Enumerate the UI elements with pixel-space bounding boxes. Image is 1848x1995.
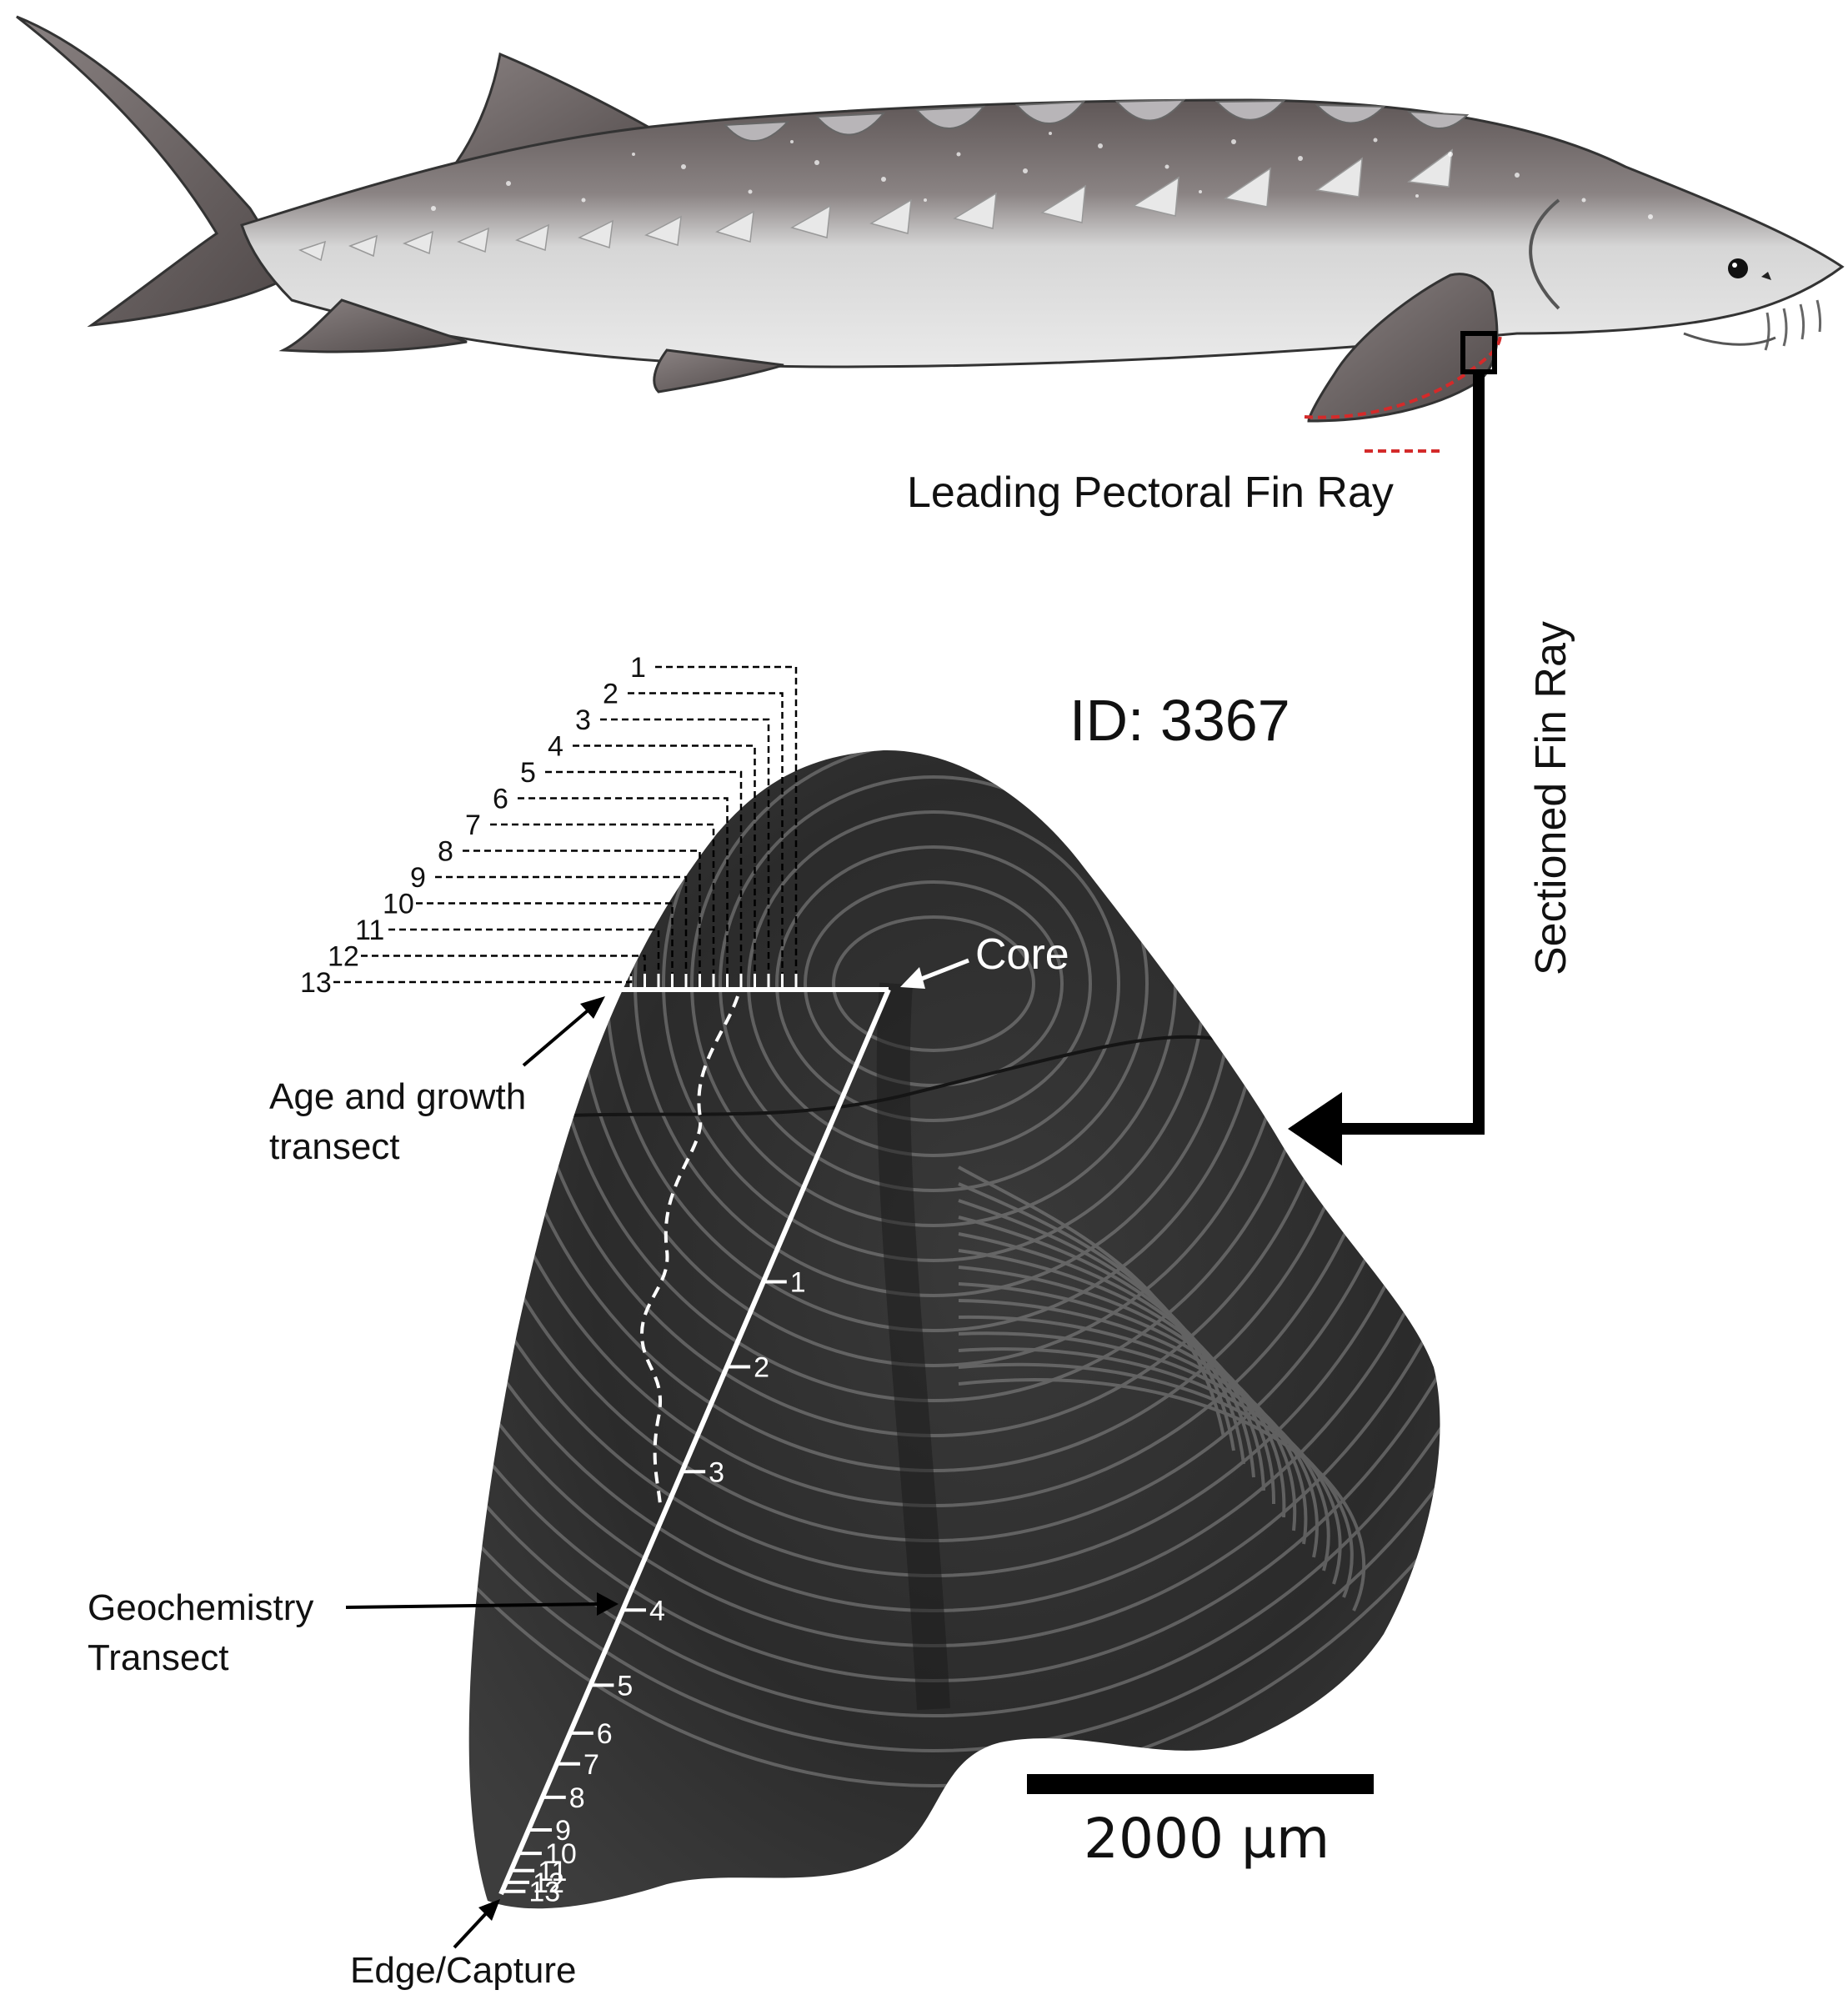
edge-arrowhead — [478, 1899, 500, 1921]
age-leader-line — [333, 974, 633, 984]
age-annulus-label: 9 — [410, 862, 426, 894]
age-leader-line — [600, 718, 770, 974]
fin-ray-highlight — [1304, 333, 1502, 419]
skin-speckles — [431, 132, 1653, 219]
geochem-annulus-label: 12 — [533, 1867, 564, 1899]
edge-label: Edge/Capture — [350, 1950, 577, 1991]
age-label-leaders — [333, 665, 798, 984]
dorsal-scutes — [723, 98, 1470, 143]
geochem-annulus-label: 9 — [555, 1815, 571, 1847]
geochem-annulus-label: 8 — [569, 1782, 585, 1814]
age-leader-line — [655, 665, 798, 974]
geochem-annulus-label: 5 — [617, 1670, 633, 1702]
caudal-fin — [16, 15, 294, 328]
geochem-annulus-label: 2 — [754, 1351, 769, 1383]
age-leader-line — [573, 744, 756, 974]
age-leader-line — [518, 797, 729, 974]
geochemistry-transect — [498, 988, 891, 1896]
connector-arrowhead — [1288, 1092, 1342, 1165]
age-annulus-label: 11 — [355, 915, 384, 946]
age-leader-line — [545, 770, 743, 974]
sectioned-label: Sectioned Fin Ray — [1527, 621, 1575, 975]
geochem-annulus-label: 7 — [583, 1749, 599, 1781]
annulus-boundary-dashed — [639, 995, 739, 1506]
geochem-label-2: Transect — [88, 1637, 229, 1678]
age-growth-label-line1: Age and growth — [269, 1076, 526, 1117]
geochem-label-line2: Transect — [88, 1637, 229, 1678]
geochem-annulus-label: 4 — [649, 1595, 665, 1627]
age-leader-line — [463, 850, 701, 974]
geochem-annulus-label: 10 — [545, 1838, 577, 1870]
age-annulus-label: 3 — [575, 704, 591, 736]
age-annulus-label: 8 — [438, 836, 453, 868]
lateral-scutes — [298, 148, 1453, 262]
age-leader-line — [361, 955, 646, 974]
geochemistry-ticks — [502, 1280, 787, 1893]
fin-ray-label: Leading Pectoral Fin Ray — [907, 469, 1394, 517]
scale-bar — [1027, 1774, 1374, 1794]
specimen-id: ID: 3367 — [1069, 688, 1290, 753]
age-annulus-label: 1 — [630, 652, 646, 684]
geochem-annulus-label: 3 — [709, 1456, 724, 1488]
eye — [1728, 258, 1748, 278]
age-growth-label: Age and growth — [269, 1076, 526, 1117]
geochem-annulus-label: 13 — [528, 1877, 560, 1908]
fin-ray-section — [468, 749, 1440, 1909]
sturgeon-illustration — [16, 15, 1845, 423]
age-leader-line — [490, 823, 715, 974]
age-annulus-label: 7 — [465, 810, 481, 841]
age-annulus-label: 6 — [493, 784, 508, 815]
gill-cover — [1529, 198, 1560, 310]
age-annulus-label: 13 — [300, 967, 332, 999]
age-annulus-label: 12 — [328, 941, 359, 973]
scale-label: 2000 µm — [1084, 1807, 1330, 1871]
age-growth-arrowhead — [580, 996, 605, 1019]
geochem-annulus-label: 1 — [790, 1266, 806, 1298]
age-leader-line — [388, 928, 660, 974]
core-label: Core — [975, 930, 1069, 979]
age-leader-line — [416, 902, 674, 974]
age-growth-label-2: transect — [269, 1126, 400, 1167]
age-growth-label-line2: transect — [269, 1126, 400, 1167]
age-annulus-label: 2 — [603, 679, 619, 710]
age-leader-line — [435, 875, 688, 974]
anal-fin — [278, 298, 468, 353]
age-annulus-label: 5 — [520, 757, 536, 789]
geochem-label-line1: Geochemistry — [88, 1587, 313, 1628]
core-arrowhead — [900, 967, 925, 989]
geochem-annulus-label: 11 — [538, 1856, 567, 1887]
connector-arrow-line — [1334, 372, 1485, 1135]
age-annulus-label: 10 — [383, 889, 414, 920]
pelvic-fin — [653, 348, 784, 393]
age-annulus-label: 4 — [548, 731, 563, 763]
geochem-annulus-label: 6 — [597, 1718, 613, 1750]
geochem-label: Geochemistry — [88, 1587, 313, 1628]
geochem-arrowhead — [597, 1592, 619, 1616]
age-leader-line — [628, 692, 784, 974]
barbels — [1764, 299, 1822, 351]
